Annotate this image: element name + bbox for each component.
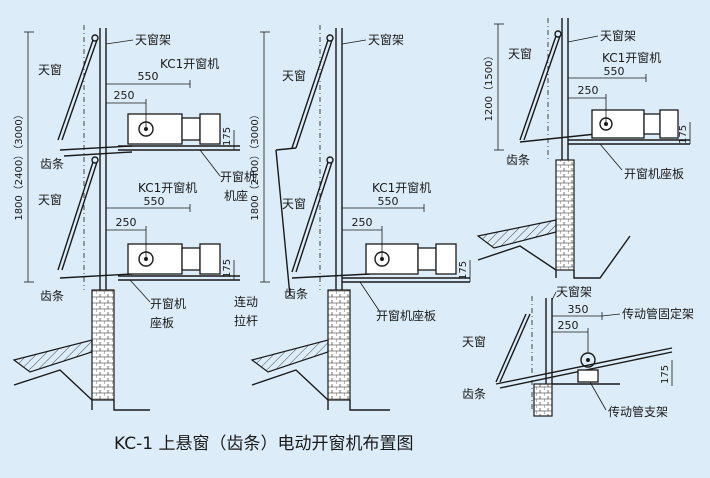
- dim-250-b: 250: [352, 216, 373, 229]
- wall-b: [327, 289, 351, 401]
- window-sash-lower-b: [291, 161, 329, 273]
- label-opener-seat-plate-b: 开窗机座板: [376, 308, 436, 323]
- label-skylight-frame-b: 天窗架: [368, 33, 404, 47]
- label-skylight-frame-a: 天窗架: [135, 33, 171, 47]
- dim-250-lower-a: 250: [116, 216, 137, 229]
- label-skylight-a2: 天窗: [38, 193, 62, 207]
- dim-550-upper-a: 550: [138, 70, 159, 83]
- dim-175-d: 175: [660, 365, 671, 384]
- label-opener-a1: KC1开窗机: [160, 57, 219, 71]
- panel-c: 1200（1500） 550 250 175 天窗架 天窗: [476, 18, 691, 279]
- dim-250-d: 250: [558, 319, 579, 332]
- label-skylight-d: 天窗: [462, 335, 486, 349]
- dim-175-c: 175: [678, 125, 689, 144]
- window-sash-upper-a: [57, 39, 94, 141]
- panel-a: 1800（2400）（3000）: [12, 25, 256, 411]
- label-rack-a2: 齿条: [40, 289, 64, 303]
- label-opener-seat-a1: 开窗机: [220, 170, 256, 184]
- opener-b: [342, 243, 470, 283]
- label-skylight-frame-c: 天窗架: [600, 29, 636, 43]
- dim-175-upper-a: 175: [222, 127, 233, 146]
- opener-upper-a: [118, 113, 240, 151]
- roof-slab-a: [12, 339, 93, 373]
- panel-b: 1800（2400）（3000） 550 250 175: [234, 25, 471, 411]
- label-skylight-frame-d: 天窗架: [556, 285, 592, 299]
- wall-c: [555, 159, 575, 271]
- dim-350-d: 350: [568, 303, 589, 316]
- label-skylight-b1: 天窗: [282, 69, 306, 83]
- window-sash-c: [519, 35, 557, 141]
- diagram-title: KC-1 上悬窗（齿条）电动开窗机布置图: [114, 434, 413, 454]
- label-opener-seat-plate-c: 开窗机座板: [624, 166, 684, 181]
- window-sash-lower-a: [57, 161, 94, 271]
- label-skylight-a1: 天窗: [38, 63, 62, 77]
- label-skylight-b2: 天窗: [282, 197, 306, 211]
- label-skylight-c: 天窗: [508, 47, 532, 61]
- link-rod: [275, 149, 291, 297]
- roof-slab-c: [476, 219, 557, 249]
- label-rack-a1: 齿条: [40, 157, 64, 171]
- roof-slab-b: [250, 339, 329, 373]
- dim-250-upper-a: 250: [114, 89, 135, 102]
- label-opener-a2: KC1开窗机: [138, 181, 197, 195]
- window-sash-d: [495, 313, 527, 383]
- label-tube-fixing-frame: 传动管固定架: [622, 306, 694, 321]
- label-opener-seat-b-a1: 开窗机: [150, 297, 186, 311]
- label-link-1: 连动: [234, 294, 258, 309]
- dim-175-lower-a: 175: [222, 259, 233, 278]
- opener-c: [568, 109, 690, 145]
- label-opener-b: KC1开窗机: [372, 181, 431, 195]
- label-link-2: 拉杆: [234, 313, 258, 328]
- dim-250-c: 250: [578, 84, 599, 97]
- dim-550-lower-a: 550: [144, 195, 165, 208]
- window-sash-upper-b: [291, 39, 329, 149]
- label-opener-seat-b-a2: 座板: [150, 315, 174, 330]
- label-opener-c: KC1开窗机: [602, 51, 661, 65]
- panel-d: 350 250 175 天窗架 传动管固定架 天窗 齿条 传动管支架: [462, 285, 694, 419]
- label-opener-seat-a2: 机座: [224, 188, 248, 203]
- wall-d: [533, 383, 553, 417]
- wall-a: [91, 289, 115, 401]
- label-rack-c: 齿条: [506, 153, 530, 167]
- dim-550-c: 550: [604, 65, 625, 78]
- dim-175-b: 175: [458, 261, 469, 280]
- height-dim-b: 1800（2400）（3000）: [249, 109, 261, 220]
- label-rack-b: 齿条: [284, 287, 308, 301]
- opener-lower-a: [118, 243, 240, 281]
- label-rack-d: 齿条: [462, 387, 486, 401]
- label-tube-support-frame: 传动管支架: [608, 404, 668, 419]
- height-dim-a: 1800（2400）（3000）: [13, 109, 25, 220]
- tube-support-d: [552, 352, 620, 385]
- height-dim-c: 1200（1500）: [483, 51, 495, 122]
- dim-550-b: 550: [378, 195, 399, 208]
